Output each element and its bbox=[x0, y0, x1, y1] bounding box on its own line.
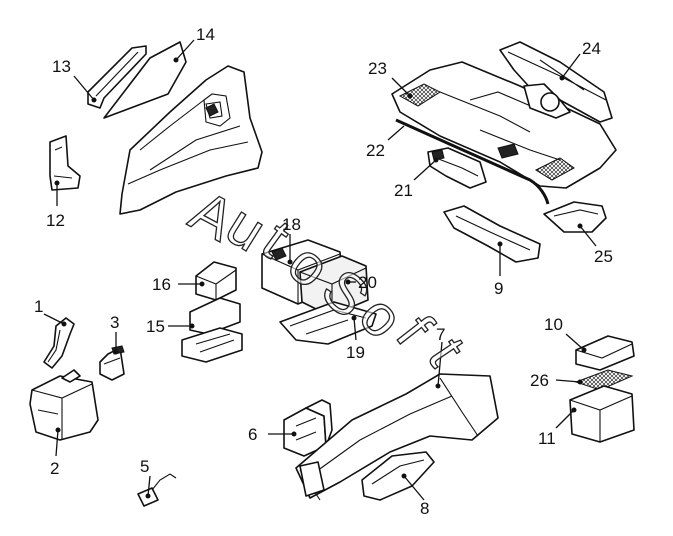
callout-18: 18 bbox=[282, 215, 301, 234]
leader-2 bbox=[55, 429, 59, 457]
callout-15: 15 bbox=[146, 317, 165, 336]
callout-23: 23 bbox=[368, 59, 387, 78]
callout-21: 21 bbox=[394, 181, 413, 200]
leader-11 bbox=[555, 409, 575, 429]
callout-8: 8 bbox=[420, 499, 429, 518]
callout-5: 5 bbox=[140, 457, 149, 476]
callout-7: 7 bbox=[436, 325, 445, 344]
callout-20: 20 bbox=[358, 273, 377, 292]
leader-23 bbox=[391, 77, 411, 97]
callout-6: 6 bbox=[248, 425, 257, 444]
part-25-bracket[interactable] bbox=[543, 201, 607, 233]
callout-3: 3 bbox=[110, 313, 119, 332]
part-9-crossmember[interactable] bbox=[443, 205, 541, 263]
leader-5 bbox=[147, 475, 151, 497]
part-14-wheel-arch[interactable] bbox=[103, 41, 263, 215]
part-7-side-member[interactable] bbox=[295, 373, 499, 501]
callout-11: 11 bbox=[538, 429, 556, 448]
callout-labels: 1 2 3 5 6 7 8 9 10 11 12 13 14 15 16 18 … bbox=[34, 25, 613, 518]
leader-21 bbox=[413, 159, 437, 181]
part-23-cowl-panel[interactable] bbox=[391, 61, 617, 189]
part-16-fuse-cover[interactable] bbox=[195, 261, 237, 301]
callout-2: 2 bbox=[50, 459, 59, 478]
part-22-weather-strip[interactable] bbox=[395, 118, 550, 205]
leader-7 bbox=[437, 341, 443, 387]
part-26-filter-element[interactable] bbox=[574, 369, 634, 391]
callout-12: 12 bbox=[46, 211, 65, 230]
callout-1: 1 bbox=[34, 297, 43, 316]
part-11-filter-housing[interactable] bbox=[569, 385, 635, 443]
leader-26 bbox=[555, 379, 581, 383]
callout-25: 25 bbox=[594, 247, 613, 266]
callout-19: 19 bbox=[346, 343, 365, 362]
part-2-reservoir[interactable] bbox=[29, 369, 99, 441]
watermark-letter-8: t bbox=[415, 327, 478, 377]
leader-8 bbox=[403, 475, 425, 501]
callout-16: 16 bbox=[152, 275, 171, 294]
callout-14: 14 bbox=[196, 25, 215, 44]
callout-10: 10 bbox=[544, 315, 563, 334]
part-21-bracket[interactable] bbox=[427, 147, 487, 189]
leader-14 bbox=[175, 39, 195, 61]
part-3-pump[interactable] bbox=[99, 345, 125, 381]
part-24-wiper-linkage[interactable] bbox=[499, 41, 613, 123]
part-20-battery-cover[interactable] bbox=[299, 255, 369, 317]
part-1-hose[interactable] bbox=[43, 317, 75, 369]
leader-lines bbox=[43, 39, 597, 501]
part-15-fuse-box[interactable] bbox=[181, 297, 243, 363]
leader-13 bbox=[73, 75, 95, 101]
leader-24 bbox=[561, 53, 581, 79]
part-12-bracket[interactable] bbox=[49, 135, 81, 191]
leader-1 bbox=[43, 313, 65, 325]
part-19-battery-tray[interactable] bbox=[279, 301, 377, 345]
callout-22: 22 bbox=[366, 141, 385, 160]
callout-13: 13 bbox=[52, 57, 71, 76]
leader-10 bbox=[565, 333, 585, 351]
part-5-sensor[interactable] bbox=[137, 473, 177, 507]
leader-25 bbox=[579, 225, 597, 247]
callout-26: 26 bbox=[530, 371, 549, 390]
leader-19 bbox=[353, 317, 357, 341]
part-10-filter-cover[interactable] bbox=[575, 335, 635, 371]
callout-9: 9 bbox=[494, 279, 503, 298]
leader-22 bbox=[387, 125, 405, 141]
callout-24: 24 bbox=[582, 39, 601, 58]
